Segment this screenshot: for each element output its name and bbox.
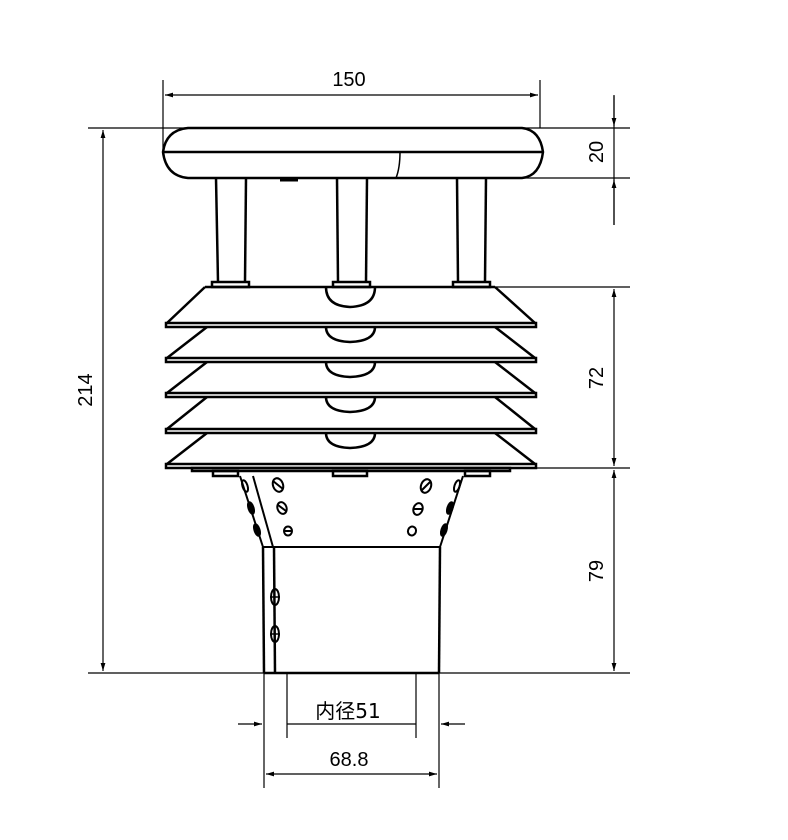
dimension-lines	[88, 80, 630, 788]
dim-inner-diameter: 内径51	[315, 699, 380, 723]
dim-total-height: 214	[75, 373, 97, 406]
dim-top-width: 150	[332, 69, 365, 91]
cone-section	[239, 475, 464, 548]
support-posts	[210, 177, 492, 289]
dim-louver-height: 72	[586, 367, 608, 389]
louver-stack	[164, 285, 538, 478]
dim-base-height: 79	[586, 560, 608, 582]
dim-outer-diameter: 68.8	[330, 749, 369, 771]
top-cap	[161, 126, 545, 182]
dim-cap-height: 20	[586, 141, 608, 163]
base-tube	[261, 546, 442, 675]
